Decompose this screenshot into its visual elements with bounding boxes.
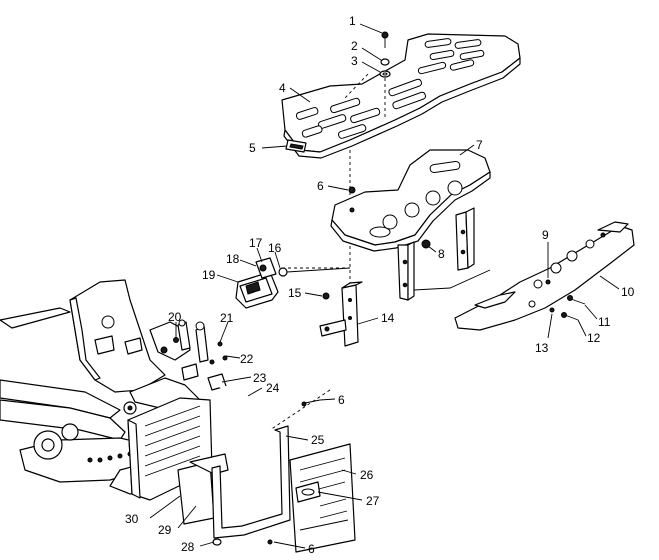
callout-6-upper: 6: [317, 179, 324, 193]
callout-20: 20: [168, 310, 182, 324]
callout-29: 29: [158, 523, 172, 537]
rack-plate-slots: [295, 38, 485, 139]
tail-light-assembly-parts-16-19: [235, 257, 351, 309]
callout-3: 3: [351, 54, 358, 68]
bracket-part-14: [319, 281, 363, 347]
hoop-bracket-part-25: [211, 425, 291, 539]
callout-12: 12: [587, 331, 601, 345]
callout-6-middle: 6: [338, 393, 345, 407]
callout-11: 11: [598, 315, 611, 329]
callout-17: 17: [249, 236, 263, 250]
callout-26: 26: [360, 468, 374, 482]
flap-emblem-part-27: [295, 481, 321, 503]
callout-4: 4: [279, 81, 286, 95]
snow-flap-part-26: [289, 443, 356, 553]
callout-30: 30: [125, 512, 139, 526]
rear-bumper-part-10: [454, 221, 635, 331]
callout-19: 19: [202, 268, 216, 282]
hardware-bolt-washers-parts-1-3: [379, 31, 391, 78]
wire-harness-part-24: [219, 384, 274, 427]
callout-8: 8: [438, 247, 445, 261]
callout-13: 13: [535, 341, 549, 355]
callout-labels: 1 2 3 4 5 6 7 8 9 10 11 12 13 14 15 16 1…: [125, 14, 635, 556]
callout-7: 7: [476, 138, 483, 152]
screw-part-15: [322, 292, 330, 300]
callout-9: 9: [542, 228, 549, 242]
callout-14: 14: [381, 311, 395, 325]
screw-part-6-middle: [301, 399, 321, 407]
callout-6-lower: 6: [308, 542, 315, 556]
callout-5: 5: [249, 141, 256, 155]
callout-18: 18: [226, 252, 240, 266]
heat-exchanger-fins: [144, 405, 201, 477]
mounting-bracket-part-7: [330, 149, 491, 301]
screw-part-6-upper: [348, 186, 356, 194]
screw-part-6-lower: [267, 539, 273, 545]
callout-25: 25: [311, 433, 325, 447]
callout-21: 21: [220, 311, 234, 325]
callout-15: 15: [288, 286, 302, 300]
callout-10: 10: [621, 285, 635, 299]
callout-1: 1: [349, 14, 356, 28]
callout-23: 23: [253, 371, 267, 385]
bumper-hardware-parts-9-11-12-13: [545, 279, 586, 321]
callout-27: 27: [366, 494, 380, 508]
callout-24: 24: [266, 381, 280, 395]
callout-22: 22: [240, 352, 254, 366]
callout-leader-lines: [149, 23, 620, 549]
callout-16: 16: [268, 241, 282, 255]
rack-plate-part-4: [281, 33, 521, 159]
washer-part-28: [212, 538, 222, 546]
callout-2: 2: [351, 39, 358, 53]
callout-28: 28: [181, 540, 195, 554]
decal-plate-part-5: [285, 139, 307, 153]
